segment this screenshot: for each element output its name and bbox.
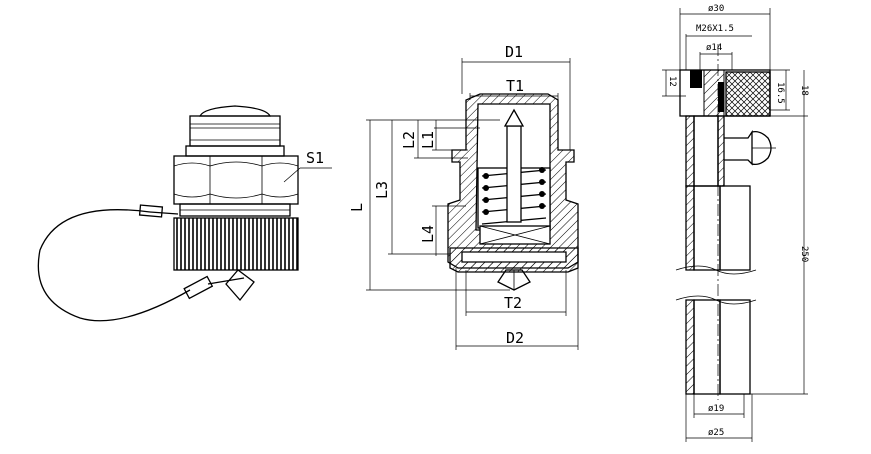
label-l: L	[348, 203, 366, 212]
dust-plug	[497, 269, 531, 291]
knurled-cap	[173, 217, 299, 271]
valve-stem	[506, 125, 522, 223]
label-thread: M26X1.5	[696, 24, 734, 34]
label-l1: L1	[419, 131, 437, 149]
label-dia25: ø25	[708, 428, 724, 438]
collar	[185, 145, 285, 157]
label-t2: T2	[504, 294, 522, 312]
label-dia30: ø30	[708, 4, 724, 14]
top-dome	[198, 105, 272, 117]
tube-view: ø30 M26X1.5 ø14 12 16.5 18 250 ø19 ø25	[662, 4, 809, 442]
label-d1: D1	[505, 43, 523, 61]
tube-lower	[693, 299, 721, 395]
label-l3: L3	[373, 181, 391, 199]
label-s1: S1	[306, 149, 324, 167]
retaining-tab	[225, 269, 255, 302]
label-len250: 250	[799, 246, 809, 262]
tube-upper	[693, 185, 721, 271]
cap-knurl	[725, 71, 771, 117]
cap-seal	[690, 70, 702, 88]
label-dia19: ø19	[708, 404, 724, 414]
label-l2: L2	[400, 131, 418, 149]
top-cap	[189, 115, 281, 147]
label-l4: L4	[419, 225, 437, 243]
label-t1: T1	[506, 77, 524, 95]
tube-clip	[724, 129, 753, 166]
stem-tip	[503, 108, 525, 127]
lanyard-cable	[37, 209, 191, 322]
tube-wall-left-upper	[685, 115, 695, 187]
label-h16-5: 16.5	[775, 82, 785, 104]
cable-ferrule-top	[138, 204, 164, 218]
label-h12: 12	[667, 76, 677, 87]
label-d2: D2	[506, 329, 524, 347]
external-view: S1	[37, 105, 332, 322]
section-view: D1 T1 T2 D2 L L3 L2 L1 L4	[348, 43, 579, 350]
label-dia14: ø14	[706, 43, 722, 53]
label-h18: 18	[799, 85, 809, 96]
cable-ferrule-bottom	[183, 275, 214, 300]
